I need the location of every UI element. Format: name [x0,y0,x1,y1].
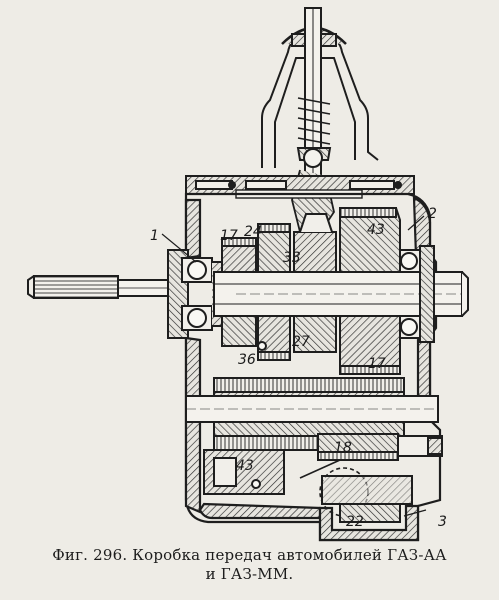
input-shaft [27,275,183,299]
callout-1: 1 [150,228,159,244]
leader-lines [161,215,427,517]
callout-17: 17 [220,228,238,244]
callout-22: 22 [346,514,364,530]
callout-labels: 1 17 24 33 43 2 36 27 17 18 43 22 3 [150,206,447,530]
callout-17-lower: 17 [368,356,386,372]
caption-line-2: и ГАЗ-ММ. [205,565,294,583]
callout-43-lower: 43 [236,458,254,474]
rear-bearing [397,245,435,343]
callout-36: 36 [238,352,256,368]
mainshaft-gears-lower [221,315,401,375]
callout-2: 2 [428,206,437,222]
caption-line-1: Фиг. 296. Коробка передач автомобилей ГА… [52,546,447,564]
shift-lever-tower [261,7,379,238]
figure-caption: Фиг. 296. Коробка передач автомобилей ГА… [0,546,499,584]
callout-18: 18 [334,440,352,456]
callout-27: 27 [292,334,310,350]
callout-3: 3 [438,514,447,530]
callout-33: 33 [283,250,301,266]
callout-43: 43 [367,222,385,238]
gearbox-housing [176,192,442,542]
callout-24: 24 [244,224,262,240]
reverse-gear-assembly [203,433,443,523]
gearbox-cross-section-drawing: 1 17 24 33 43 2 36 27 17 18 43 22 3 [27,7,469,542]
mainshaft-gears-upper [221,207,401,273]
